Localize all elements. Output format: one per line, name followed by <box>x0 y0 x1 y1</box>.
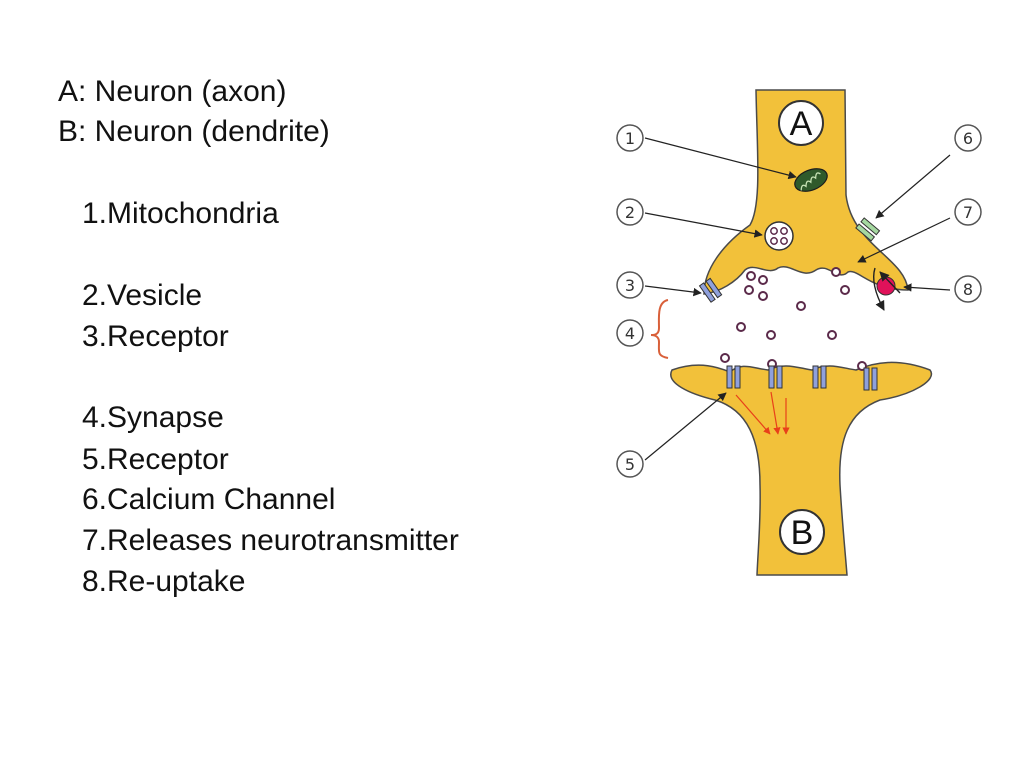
svg-text:7: 7 <box>963 203 973 222</box>
legend-neuron-a: A: Neuron (axon) <box>58 75 287 108</box>
neuron-a-badge <box>778 100 824 146</box>
legend-item-receptor: 3.Receptor <box>82 320 229 353</box>
synapse-diagram: A B <box>616 89 982 576</box>
legend-neuron-b: B: Neuron (dendrite) <box>58 115 330 148</box>
marker-8: 8 <box>954 275 982 303</box>
synapse-brace <box>650 299 669 359</box>
marker-6: 6 <box>954 124 982 152</box>
reuptake-arrow <box>879 271 901 294</box>
marker-1: 1 <box>616 124 644 152</box>
marker-5: 5 <box>616 450 644 478</box>
legend-item-postsynaptic-receptor: 5.Receptor <box>82 443 229 476</box>
vesicle-icon <box>764 221 794 251</box>
calcium-channel-icon <box>855 217 881 242</box>
svg-text:8: 8 <box>963 280 973 299</box>
mitochondria-icon <box>794 168 828 192</box>
svg-text:3: 3 <box>625 276 635 295</box>
legend-item-synapse: 4.Synapse <box>82 401 224 434</box>
legend-item-vesicle: 2.Vesicle <box>82 279 203 312</box>
svg-text:2: 2 <box>625 203 635 222</box>
presynaptic-receptor-icon <box>698 277 723 303</box>
signal-arrow-icon <box>735 391 790 435</box>
marker-3: 3 <box>616 271 644 299</box>
neuron-b-body <box>670 361 933 576</box>
marker-4: 4 <box>616 319 644 347</box>
svg-text:1: 1 <box>625 129 635 148</box>
postsynaptic-receptors <box>726 365 878 391</box>
legend-item-reuptake: 8.Re-uptake <box>82 565 246 598</box>
neuron-b-label: B <box>791 514 814 552</box>
legend-item-releases-neurotransmitter: 7.Releases neurotransmitter <box>82 524 459 557</box>
legend-item-calcium-channel: 6.Calcium Channel <box>82 483 336 516</box>
marker-7: 7 <box>954 198 982 226</box>
docked-vesicles <box>744 267 850 301</box>
neuron-b-badge <box>779 509 825 555</box>
svg-text:5: 5 <box>625 455 635 474</box>
release-arrow <box>872 267 885 311</box>
reuptake-transporter-icon <box>876 276 896 296</box>
neurotransmitters <box>720 301 867 371</box>
leader-lines <box>644 137 951 461</box>
svg-text:6: 6 <box>963 129 973 148</box>
legend-item-mitochondria: 1.Mitochondria <box>82 197 279 230</box>
marker-2: 2 <box>616 198 644 226</box>
svg-text:4: 4 <box>625 324 635 343</box>
neuron-a-label: A <box>790 105 813 143</box>
